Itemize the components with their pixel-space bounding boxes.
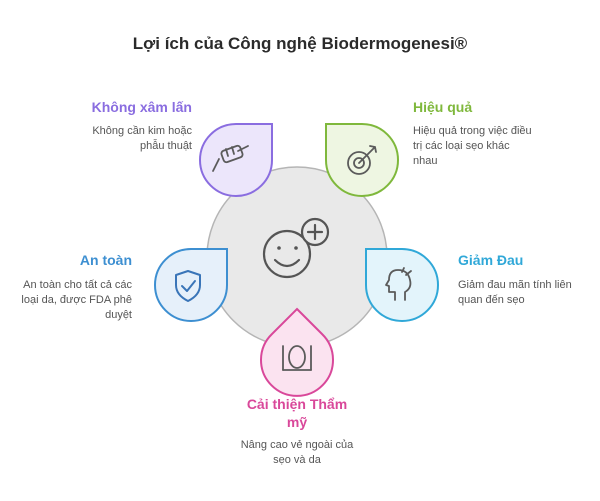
desc-giam-dau: Giảm đau mãn tính liên quan đến sẹo xyxy=(458,279,572,306)
petal-hieu-qua xyxy=(325,123,399,197)
petal-khong-xam-lan xyxy=(199,123,273,197)
fist-icon xyxy=(212,144,249,172)
label-giam-dau: Giảm Đau xyxy=(458,252,524,268)
shield-check-icon xyxy=(175,270,201,302)
head-pain-icon xyxy=(385,267,412,301)
diagram-title: Lợi ích của Công nghệ Biodermogenesi® xyxy=(132,34,468,53)
label-cai-thien-tham-my: Cải thiện Thẩm mỹ xyxy=(246,396,348,430)
petal-cai-thien-tham-my xyxy=(260,307,334,397)
desc-an-toan: An toàn cho tất cả các loại da, được FDA… xyxy=(21,279,132,321)
label-an-toan: An toàn xyxy=(79,252,132,268)
petal-an-toan xyxy=(154,248,228,322)
desc-hieu-qua: Hiệu quả trong việc điều trị các loại sẹ… xyxy=(413,125,532,167)
petal-giam-dau xyxy=(365,248,439,322)
smile-plus-icon xyxy=(262,217,330,279)
label-hieu-qua: Hiệu quả xyxy=(413,99,473,115)
desc-cai-thien-tham-my: Nâng cao vẻ ngoài của sẹo và da xyxy=(240,439,354,466)
mirror-icon xyxy=(282,345,312,371)
target-icon xyxy=(347,145,377,175)
desc-khong-xam-lan: Không cần kim hoặc phẫu thuật xyxy=(92,125,192,152)
label-khong-xam-lan: Không xâm lấn xyxy=(91,99,192,115)
